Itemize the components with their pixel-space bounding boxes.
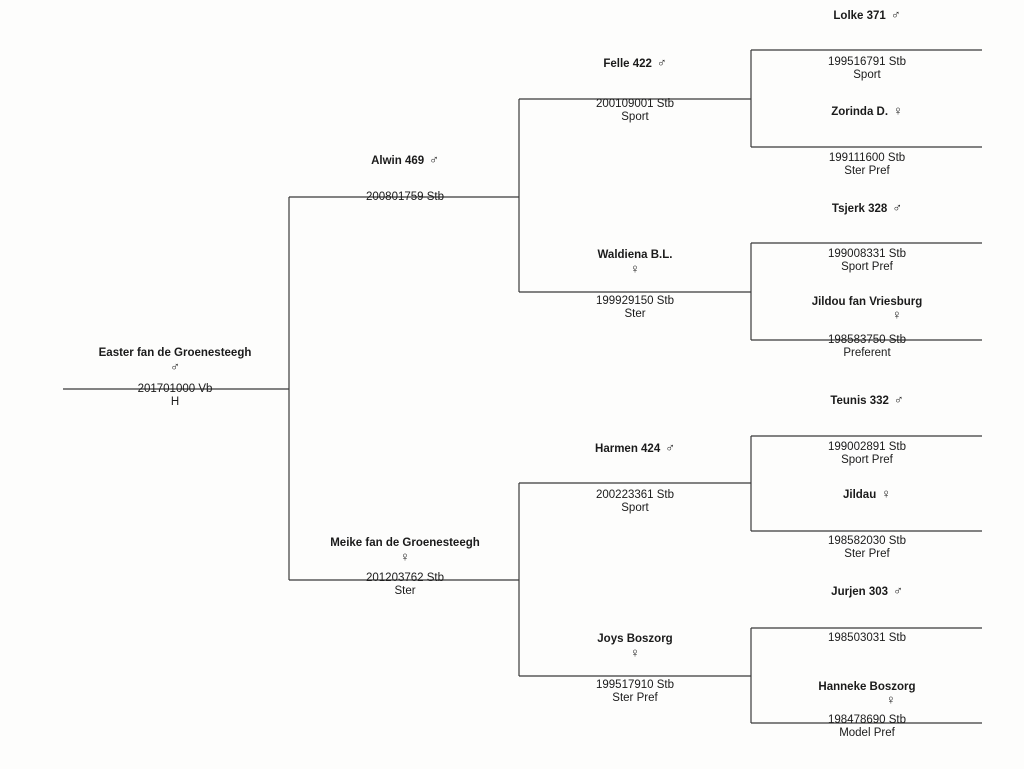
node-predicate: Ster Pref bbox=[844, 548, 890, 560]
male-sex-icon: ♂ bbox=[892, 200, 903, 215]
female-sex-icon: ♀ bbox=[400, 549, 410, 564]
node-name: Hanneke Boszorg bbox=[818, 681, 916, 693]
node-name: Meike fan de Groenesteegh bbox=[330, 537, 480, 549]
node-registration: 198582030 Stb bbox=[827, 535, 907, 547]
node-name: Tsjerk 328 bbox=[831, 203, 888, 215]
male-sex-icon: ♂ bbox=[656, 55, 667, 70]
pedigree-node-sire: Alwin 469 ♂ 200801759 Stb bbox=[325, 153, 485, 204]
male-sex-icon: ♂ bbox=[665, 440, 675, 455]
male-sex-icon: ♂ bbox=[893, 392, 904, 407]
female-sex-icon: ♀ bbox=[630, 261, 640, 276]
pedigree-node-dam-sire: Harmen 424 ♂ 200223361 Stb Sport bbox=[555, 441, 715, 515]
node-name: Zorinda D. bbox=[831, 106, 889, 118]
node-predicate: Ster bbox=[394, 585, 416, 597]
female-sex-icon: ♀ bbox=[881, 486, 891, 501]
node-predicate: Sport Pref bbox=[841, 261, 893, 273]
male-sex-icon: ♂ bbox=[429, 152, 439, 167]
female-sex-icon: ♀ bbox=[892, 307, 902, 322]
node-registration: 199517910 Stb bbox=[595, 679, 675, 691]
node-name: Alwin 469 bbox=[371, 155, 425, 167]
pedigree-node-dam: Meike fan de Groenesteegh ♀ 201203762 St… bbox=[325, 537, 485, 598]
male-sex-icon: ♂ bbox=[890, 7, 901, 22]
pedigree-node-sire-dam: Waldiena B.L. ♀ 199929150 Stb Ster bbox=[555, 249, 715, 321]
node-name: Felle 422 bbox=[603, 58, 652, 70]
node-predicate: H bbox=[170, 396, 180, 408]
node-predicate: Sport Pref bbox=[841, 454, 893, 466]
node-predicate: Sport bbox=[853, 69, 881, 81]
node-registration: 200109001 Stb bbox=[595, 98, 675, 110]
pedigree-node-great-grandparent-3: Tsjerk 328 ♂ 199008331 Stb Sport Pref bbox=[787, 201, 947, 274]
node-registration: 200801759 Stb bbox=[365, 191, 445, 203]
node-predicate: Ster bbox=[624, 308, 646, 320]
node-registration: 199002891 Stb bbox=[827, 441, 907, 453]
node-name: Jurjen 303 bbox=[831, 586, 889, 598]
node-registration: 199008331 Stb bbox=[827, 248, 907, 260]
node-registration: 199516791 Stb bbox=[827, 56, 907, 68]
pedigree-node-great-grandparent-4: Jildou fan Vriesburg ♀ 198583750 Stb Pre… bbox=[787, 296, 947, 360]
pedigree-node-great-grandparent-1: Lolke 371 ♂ 199516791 Stb Sport bbox=[787, 8, 947, 82]
node-registration: 199929150 Stb bbox=[595, 295, 675, 307]
male-sex-icon: ♂ bbox=[893, 583, 903, 598]
node-predicate: Preferent bbox=[843, 347, 891, 359]
node-predicate: Ster Pref bbox=[844, 165, 890, 177]
node-name: Teunis 332 bbox=[830, 395, 889, 407]
male-sex-icon: ♂ bbox=[170, 359, 180, 374]
node-predicate: Sport bbox=[621, 111, 649, 123]
node-registration: 198583750 Stb bbox=[827, 334, 907, 346]
pedigree-node-dam-dam: Joys Boszorg ♀ 199517910 Stb Ster Pref bbox=[555, 633, 715, 705]
pedigree-node-subject: Easter fan de Groenesteegh ♂ 201701000 V… bbox=[95, 347, 255, 409]
female-sex-icon: ♀ bbox=[630, 645, 640, 660]
node-registration: 199111600 Stb bbox=[828, 152, 906, 164]
node-predicate: Model Pref bbox=[839, 727, 895, 739]
node-name: Jildau bbox=[843, 489, 877, 501]
node-registration: 201701000 Vb bbox=[137, 383, 213, 395]
node-registration: 201203762 Stb bbox=[365, 572, 445, 584]
node-name: Jildou fan Vriesburg bbox=[811, 296, 923, 308]
node-name: Waldiena B.L. bbox=[597, 249, 673, 261]
node-name: Joys Boszorg bbox=[597, 633, 673, 645]
pedigree-node-great-grandparent-6: Jildau ♀ 198582030 Stb Ster Pref bbox=[787, 487, 947, 561]
node-predicate: Sport bbox=[621, 502, 649, 514]
node-registration: 198503031 Stb bbox=[827, 632, 907, 644]
node-name: Easter fan de Groenesteegh bbox=[98, 347, 252, 359]
female-sex-icon: ♀ bbox=[893, 103, 903, 118]
pedigree-node-great-grandparent-8: Hanneke Boszorg 198478690 Stb Model Pref bbox=[787, 681, 947, 740]
node-predicate: Ster Pref bbox=[612, 692, 658, 704]
female-sex-icon: ♀ bbox=[886, 692, 896, 707]
node-name: Harmen 424 bbox=[595, 443, 661, 455]
pedigree-node-great-grandparent-5: Teunis 332 ♂ 199002891 Stb Sport Pref bbox=[787, 393, 947, 467]
pedigree-node-great-grandparent-2: Zorinda D. ♀ 199111600 Stb Ster Pref bbox=[787, 104, 947, 178]
pedigree-node-sire-sire: Felle 422 ♂ 200109001 Stb Sport bbox=[555, 56, 715, 124]
pedigree-node-great-grandparent-7: Jurjen 303 ♂ 198503031 Stb bbox=[787, 584, 947, 645]
node-registration: 198478690 Stb bbox=[827, 714, 907, 726]
node-name: Lolke 371 bbox=[833, 10, 886, 22]
node-registration: 200223361 Stb bbox=[595, 489, 675, 501]
